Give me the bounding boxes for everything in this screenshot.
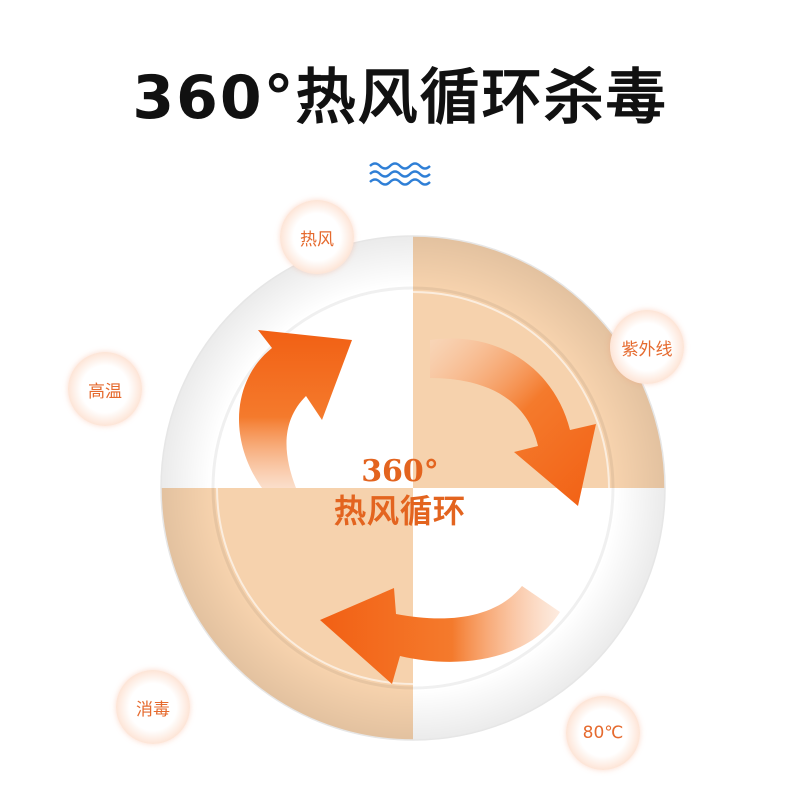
circular-arrows-icon	[239, 330, 596, 684]
page-title: 360°热风循环杀毒	[132, 63, 668, 133]
feature-uv-label: 紫外线	[621, 339, 673, 360]
wave-icon	[369, 162, 431, 186]
feature-temperature-label: 80℃	[582, 723, 624, 743]
feature-temperature: 80℃	[566, 696, 640, 770]
feature-uv: 紫外线	[610, 310, 684, 384]
center-label: 热风循环	[333, 492, 466, 530]
feature-high-temp-label: 高温	[88, 381, 122, 402]
feature-disinfect: 消毒	[116, 670, 190, 744]
feature-disinfect-label: 消毒	[136, 699, 170, 720]
feature-hot-air: 热风	[280, 200, 354, 274]
feature-high-temp: 高温	[68, 352, 142, 426]
feature-hot-air-label: 热风	[300, 229, 334, 250]
center-degree: 360°	[361, 454, 439, 489]
